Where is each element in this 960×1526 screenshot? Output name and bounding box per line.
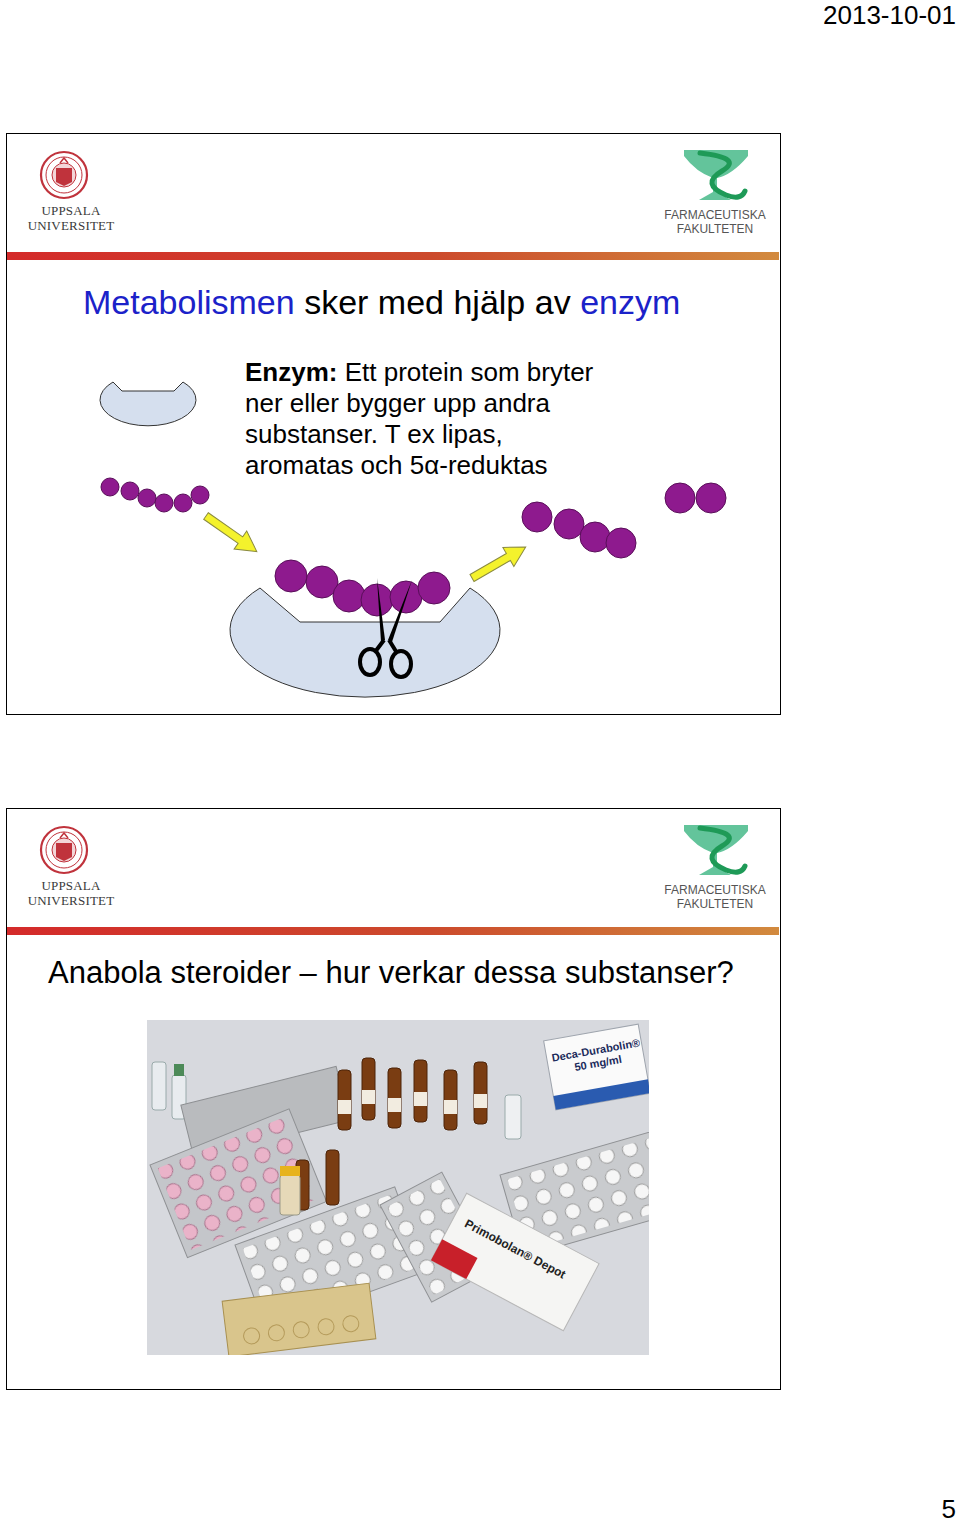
- text-block: Enzym:Ett protein som bryter ner eller b…: [245, 357, 603, 481]
- logo-text: FARMACEUTISKA FAKULTETEN: [657, 208, 773, 236]
- drug-photo: [147, 1020, 649, 1355]
- slide-panel: UPPSALA UNIVERSITET FARMACEUTISKA FAKULTE…: [6, 808, 781, 1390]
- slide-title: sker med hjälp av: [304, 283, 570, 321]
- package-text: Primobolan® Depot: [459, 1215, 572, 1285]
- scissors-symbol: [360, 578, 412, 677]
- page-number: 5: [942, 1494, 956, 1524]
- body-text: Enzym:: [245, 357, 337, 387]
- logo-text: UPPSALA UNIVERSITET: [21, 203, 121, 233]
- slide-title: enzym: [580, 283, 680, 321]
- package-text: Deca-Durabolin® 50 mg/ml: [550, 1036, 643, 1077]
- slide-title: Anabola steroider – hur verkar dessa sub…: [48, 954, 734, 991]
- date-stamp: 2013-10-01: [823, 0, 956, 30]
- title-line: Metabolismensker med hjälp av enzym: [83, 282, 680, 322]
- slide-title: Metabolismen: [83, 283, 295, 321]
- logo-text: FARMACEUTISKA FAKULTETEN: [657, 883, 773, 911]
- logo-text: UPPSALA UNIVERSITET: [21, 878, 121, 908]
- slide-panel: Metabolismensker med hjälp av enzymEnzym:…: [6, 133, 781, 715]
- slide-header: [7, 150, 779, 260]
